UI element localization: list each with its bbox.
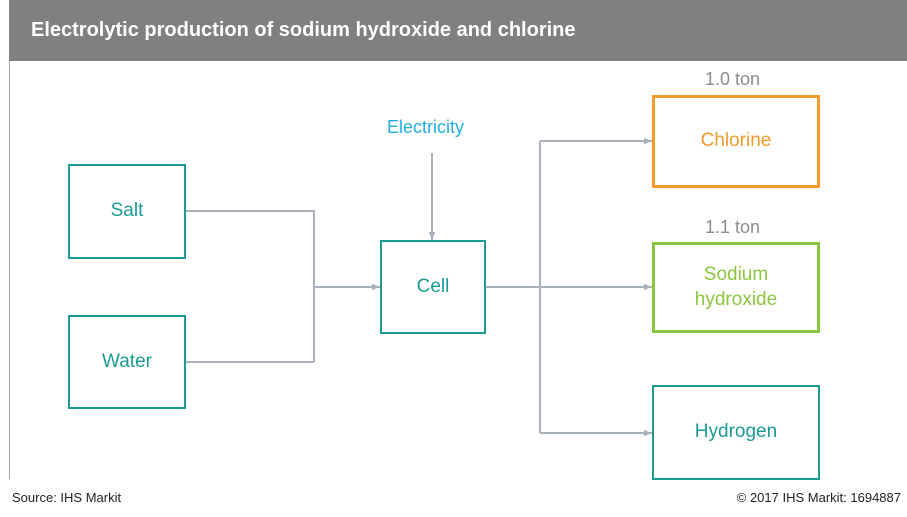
salt-label: Salt xyxy=(110,200,144,222)
water-node: Water xyxy=(68,315,186,409)
cell-label: Cell xyxy=(416,275,450,297)
frame-left-border xyxy=(9,61,10,479)
sodium-hydroxide-quantity: 1.1 ton xyxy=(705,217,761,237)
electricity-label: Electricity xyxy=(387,117,465,137)
salt-node: Salt xyxy=(68,164,186,259)
water-label: Water xyxy=(102,350,152,372)
diagram-title: Electrolytic production of sodium hydrox… xyxy=(9,0,907,61)
hydrogen-label: Hydrogen xyxy=(694,421,778,443)
sodium-hydroxide-label: Sodium hydroxide xyxy=(694,263,778,310)
cell-node: Cell xyxy=(380,240,486,334)
salt-connector xyxy=(186,210,315,362)
source-note: Source: IHS Markit xyxy=(12,490,122,505)
chlorine-quantity: 1.0 ton xyxy=(705,69,761,89)
chlorine-label: Chlorine xyxy=(700,130,772,152)
copyright-note: © 2017 IHS Markit: 1694887 xyxy=(736,490,901,505)
hydrogen-node: Hydrogen xyxy=(652,385,820,480)
chlorine-node: Chlorine xyxy=(652,95,820,188)
sodium-hydroxide-node: Sodium hydroxide xyxy=(652,242,820,333)
